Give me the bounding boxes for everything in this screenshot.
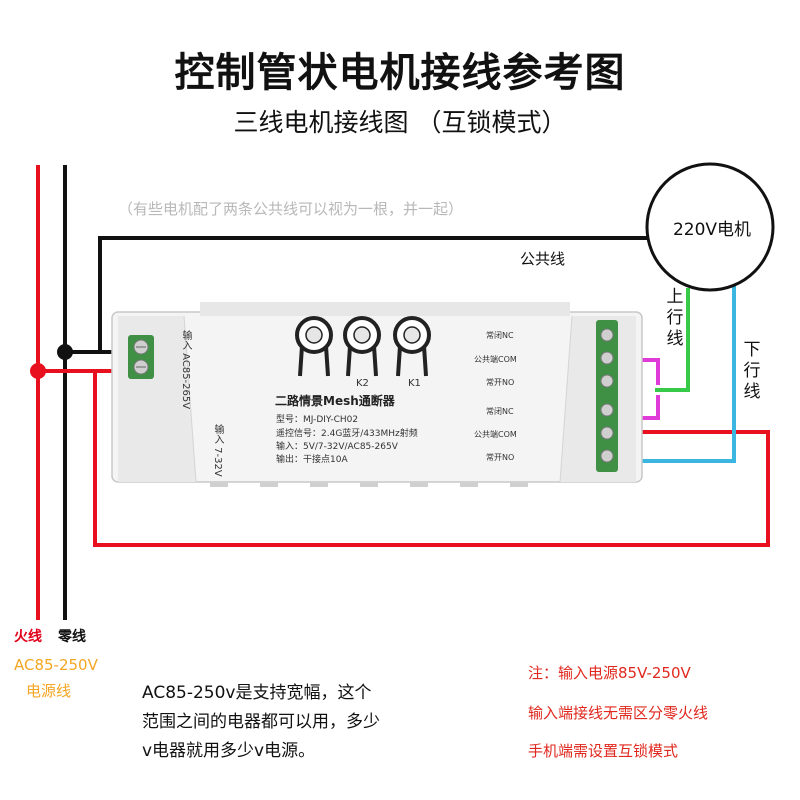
device-output-spec: 输出：干接点10A <box>276 455 348 465</box>
jumper-wire-bottom <box>640 395 660 420</box>
contact-glyph-3 <box>393 316 431 377</box>
page-subtitle: 三线电机接线图 （互锁模式） <box>233 108 567 137</box>
explanation-line: AC85-250v是支持宽幅，这个 <box>142 683 372 703</box>
explanation-line: v电器就用多少v电源。 <box>142 741 316 761</box>
contact-glyph-2 <box>343 316 381 377</box>
jumper-wire-top <box>640 358 660 385</box>
power-line-label: 电源线 <box>26 682 72 700</box>
up-wire-label: 上行线 <box>666 287 684 349</box>
note-line: 注：输入电源85V-250V <box>528 664 691 682</box>
motor-label: 220V电机 <box>672 220 752 240</box>
neutral-wire-label: 零线 <box>58 629 86 645</box>
terminal-label: 常闭NC <box>486 407 514 416</box>
terminal-label: 公共端COM <box>474 430 517 439</box>
terminal-label: 常开NO <box>486 453 515 462</box>
note-line: 输入端接线无需区分零火线 <box>528 704 709 722</box>
explanation-line: 范围之间的电器都可以用，多少 <box>142 712 380 732</box>
device-k1-label: K1 <box>408 378 421 389</box>
device-input-spec: 输入：5V/7-32V/AC85-265V <box>276 442 398 452</box>
common-wire-label: 公共线 <box>520 250 566 268</box>
note-line: 手机端需设置互锁模式 <box>528 742 679 760</box>
down-wire-label: 下行线 <box>743 340 761 402</box>
device-remote-spec: 遥控信号：2.4G蓝牙/433MHz射频 <box>276 429 418 439</box>
down-wire <box>640 280 736 463</box>
input-terminal-block <box>128 335 154 379</box>
page-title: 控制管状电机接线参考图 <box>174 50 626 96</box>
terminal-label: 常开NO <box>486 378 515 387</box>
device-model: 型号：MJ-DIY-CH02 <box>276 415 359 425</box>
device-input-ac-label: 输入 AC85-265V <box>180 330 191 410</box>
terminal-label: 常闭NC <box>486 331 514 340</box>
fire-junction-dot <box>30 363 46 379</box>
device-name: 二路情景Mesh通断器 <box>275 394 395 408</box>
up-wire <box>655 288 690 392</box>
common-wire <box>98 236 656 352</box>
device-k2-label: K2 <box>356 378 369 389</box>
motor-circle <box>645 162 775 292</box>
terminal-label: 公共端COM <box>474 355 517 364</box>
output-terminal-block <box>596 320 618 472</box>
contact-glyph-1 <box>295 316 333 377</box>
common-wire-note: （有些电机配了两条公共线可以视为一根，并一起） <box>118 200 464 218</box>
fire-loop-wire <box>93 371 770 547</box>
power-range-label: AC85-250V <box>14 656 98 674</box>
fire-wire-label: 火线 <box>14 629 42 645</box>
neutral-junction-dot <box>57 344 73 360</box>
device-input-dc-label: 输入 7-32V <box>212 424 223 477</box>
